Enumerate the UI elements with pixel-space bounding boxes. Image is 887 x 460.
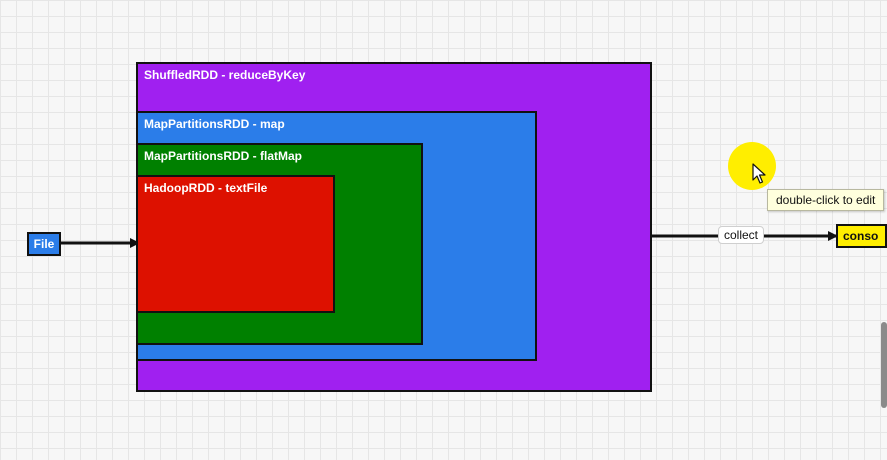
shuffled-rdd-label: ShuffledRDD - reduceByKey	[144, 68, 306, 82]
tooltip: double-click to edit	[767, 189, 885, 211]
mouse-pointer-icon	[752, 163, 766, 184]
cursor-highlight	[728, 142, 776, 190]
map-partitions-rdd-flatmap-label: MapPartitionsRDD - flatMap	[144, 149, 303, 163]
map-partitions-rdd-map-label: MapPartitionsRDD - map	[144, 117, 285, 131]
hadoop-rdd-label: HadoopRDD - textFile	[144, 181, 268, 195]
hadoop-rdd-box[interactable]: HadoopRDD - textFile	[136, 175, 335, 313]
file-node[interactable]: File	[27, 232, 61, 256]
console-node[interactable]: conso	[836, 224, 887, 248]
collect-edge-label[interactable]: collect	[718, 226, 765, 244]
vertical-scrollbar-thumb[interactable]	[881, 322, 887, 408]
